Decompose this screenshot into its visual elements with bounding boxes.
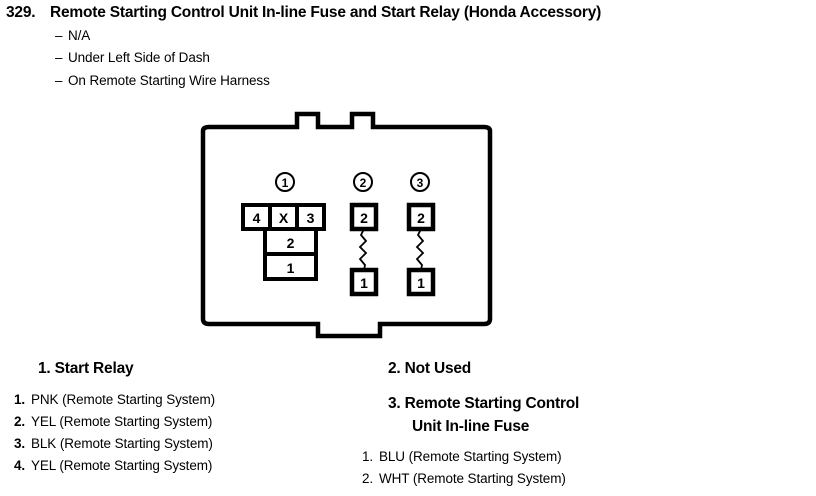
fuse-2-bottom-terminal: 1: [349, 267, 379, 297]
fuse-2-top-terminal: 2: [349, 202, 379, 232]
fuse-2-bottom-label: 1: [360, 275, 368, 291]
legend-right-item-0-index: 1.: [362, 449, 374, 464]
fuse-3-bottom-terminal: 1: [406, 267, 436, 297]
legend-left-item-0: 1. PNK (Remote Starting System): [14, 392, 215, 407]
header-sub-line-1: –Under Left Side of Dash: [55, 50, 210, 65]
legend-right-item-1: 2. WHT (Remote Starting System): [362, 471, 566, 486]
legend-left-item-1: 2. YEL (Remote Starting System): [14, 414, 212, 429]
legend-right-item-1-text: WHT (Remote Starting System): [379, 471, 566, 486]
fuse-3-top-label: 2: [417, 210, 425, 226]
legend-left-heading: 1. Start Relay: [38, 360, 134, 377]
connector-2-fuse: 2 1: [349, 202, 379, 297]
marker-3-label: 3: [417, 176, 424, 190]
fuse-3-top-terminal: 2: [406, 202, 436, 232]
legend-right-item-0: 1. BLU (Remote Starting System): [362, 449, 562, 464]
terminal-cell-3-label: 3: [307, 210, 315, 226]
terminal-cell-1-label: 1: [287, 260, 295, 276]
legend-left-item-1-text: YEL (Remote Starting System): [31, 414, 213, 429]
header-sub-line-2: –On Remote Starting Wire Harness: [55, 73, 270, 88]
header-sub-text: Under Left Side of Dash: [68, 50, 210, 65]
dash-glyph: –: [55, 28, 63, 43]
legend-right-item-1-index: 2.: [362, 471, 374, 486]
terminal-cell-x-label: X: [279, 210, 289, 226]
entry-number: 329.: [6, 4, 36, 21]
legend-right-heading-not-used: 2. Not Used: [388, 360, 472, 377]
legend-right-heading-fuse-line2: Unit In-line Fuse: [412, 418, 530, 435]
fuse-3-bottom-label: 1: [417, 275, 425, 291]
header-sub-line-0: –N/A: [55, 28, 90, 43]
marker-2: 2: [353, 172, 373, 192]
page-title: 329. Remote Starting Control Unit In-line…: [6, 4, 601, 22]
legend-left-item-1-index: 2.: [14, 414, 26, 429]
connector-3-fuse: 2 1: [406, 202, 436, 297]
legend-left-item-0-index: 1.: [14, 392, 26, 407]
fuse-2-top-label: 2: [360, 210, 368, 226]
header-sub-text: On Remote Starting Wire Harness: [68, 73, 270, 88]
connector-diagram: 1 2 3 4 X 3: [190, 100, 500, 340]
marker-1-label: 1: [282, 176, 289, 190]
connector-1-terminal-grid: 4 X 3 2 1: [241, 203, 326, 281]
marker-2-label: 2: [360, 176, 367, 190]
fuse-2-element-squiggle: [358, 228, 368, 271]
legend-left-item-3-index: 4.: [14, 458, 26, 473]
entry-title: Remote Starting Control Unit In-line Fus…: [50, 4, 602, 21]
legend-left-item-3: 4. YEL (Remote Starting System): [14, 458, 212, 473]
marker-3: 3: [410, 172, 430, 192]
legend-left-item-2-text: BLK (Remote Starting System): [31, 436, 213, 451]
header-sub-text: N/A: [68, 28, 91, 43]
terminal-cell-1: 1: [263, 252, 318, 281]
dash-glyph: –: [55, 50, 63, 65]
terminal-cell-x: X: [268, 203, 299, 231]
marker-1: 1: [275, 172, 295, 192]
legend-right-item-0-text: BLU (Remote Starting System): [379, 449, 562, 464]
terminal-cell-2: 2: [263, 227, 318, 256]
legend-left-item-2-index: 3.: [14, 436, 26, 451]
connector-housing-outline: [200, 111, 493, 339]
fuse-3-element-squiggle: [415, 228, 425, 271]
terminal-cell-2-label: 2: [287, 235, 295, 251]
legend-left-item-0-text: PNK (Remote Starting System): [31, 392, 216, 407]
terminal-cell-3: 3: [295, 203, 326, 231]
terminal-cell-4: 4: [241, 203, 272, 231]
legend-left-item-3-text: YEL (Remote Starting System): [31, 458, 213, 473]
legend-right-heading-fuse-line1: 3. Remote Starting Control: [388, 395, 580, 412]
terminal-cell-4-label: 4: [253, 210, 261, 226]
dash-glyph: –: [55, 73, 63, 88]
legend-left-item-2: 3. BLK (Remote Starting System): [14, 436, 213, 451]
